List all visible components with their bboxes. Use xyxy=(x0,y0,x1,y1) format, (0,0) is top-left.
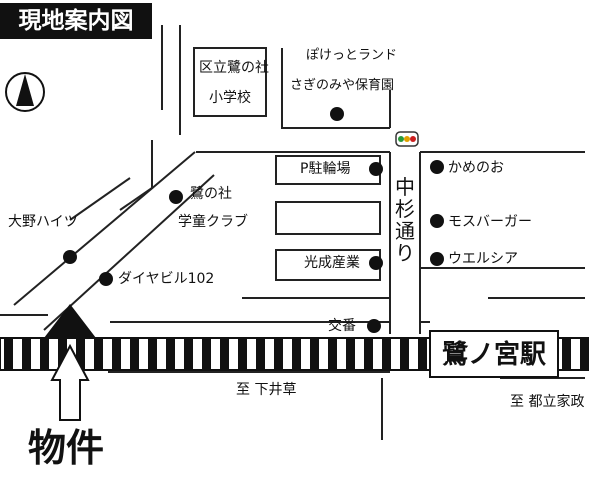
welcia-label: ウエルシア xyxy=(448,251,518,267)
railway-tie xyxy=(310,339,319,369)
railway-tie xyxy=(382,339,391,369)
railway-tie xyxy=(580,339,589,369)
school-block xyxy=(193,47,267,117)
railway-tie xyxy=(346,339,355,369)
station-label: 鷺ノ宮駅 xyxy=(429,330,559,378)
direction-left-label: 至 下井草 xyxy=(236,382,297,398)
railway-tie xyxy=(328,339,337,369)
bike-parking-label: P駐輪場 xyxy=(300,161,351,177)
welcia-marker xyxy=(430,252,444,266)
railway-tie xyxy=(22,339,31,369)
railway-tie xyxy=(292,339,301,369)
daiya-label: ダイヤビル102 xyxy=(118,271,215,287)
road-edge xyxy=(69,177,131,221)
up-arrow-icon xyxy=(50,343,90,421)
kamenoo-marker xyxy=(430,160,444,174)
railway-tie xyxy=(274,339,283,369)
kosei-label: 光成産業 xyxy=(304,255,360,271)
nursery-marker xyxy=(330,107,344,121)
railway-tie xyxy=(166,339,175,369)
direction-right-label: 至 都立家政 xyxy=(510,394,585,410)
koban-marker xyxy=(367,319,381,333)
kosei-block xyxy=(275,249,381,281)
property-marker-icon xyxy=(44,304,96,338)
club-marker xyxy=(169,190,183,204)
railway-tie xyxy=(418,339,427,369)
railway-tie xyxy=(58,339,67,369)
railway-tie xyxy=(40,339,49,369)
mos-label: モスバーガー xyxy=(448,214,532,230)
kosei-marker xyxy=(369,256,383,270)
kamenoo-label: かめのお xyxy=(448,160,504,176)
bike-parking-block xyxy=(275,155,381,185)
road-edge xyxy=(281,48,390,129)
school-label-1: 区立鷺の社 xyxy=(199,60,269,76)
road-edge xyxy=(119,140,153,211)
diagonal-road-lower xyxy=(43,174,215,331)
landmark-markers xyxy=(63,107,444,333)
nursery-label-2: さぎのみや保育園 xyxy=(290,78,395,93)
railway-tie xyxy=(238,339,247,369)
school-label-2: 小学校 xyxy=(209,90,251,106)
mos-marker xyxy=(430,214,444,228)
railway-tie xyxy=(130,339,139,369)
railway-tie xyxy=(364,339,373,369)
railway-tie xyxy=(220,339,229,369)
nursery-label-1: ぽけっとランド xyxy=(306,48,398,63)
north-arrow-icon xyxy=(5,72,45,112)
street-blocks xyxy=(0,25,585,440)
street-name-label: 中杉通り xyxy=(394,176,416,264)
oono-label: 大野ハイツ xyxy=(8,214,78,230)
middle-block xyxy=(275,201,381,235)
railway-tie xyxy=(184,339,193,369)
koban-label: 交番 xyxy=(328,318,356,334)
daiya-marker xyxy=(99,272,113,286)
club-label-1: 鷺の社 xyxy=(190,186,232,202)
railway-tie xyxy=(400,339,409,369)
street-name-text: 中杉通り xyxy=(395,175,415,265)
map-title: 現地案内図 xyxy=(0,3,152,39)
railway-ties xyxy=(4,339,589,369)
oono-marker xyxy=(63,250,77,264)
club-label-2: 学童クラブ xyxy=(178,214,248,230)
railway-tie xyxy=(4,339,13,369)
railway-tie xyxy=(202,339,211,369)
diagonal-road-upper xyxy=(13,151,196,306)
railway-tie xyxy=(94,339,103,369)
railway-tie xyxy=(256,339,265,369)
traffic-signal-icon xyxy=(395,131,419,147)
railway-tie xyxy=(148,339,157,369)
railway-tie xyxy=(112,339,121,369)
railway-tie xyxy=(562,339,571,369)
bike-parking-marker xyxy=(369,162,383,176)
railway-tie xyxy=(76,339,85,369)
property-label: 物件 xyxy=(28,426,105,470)
